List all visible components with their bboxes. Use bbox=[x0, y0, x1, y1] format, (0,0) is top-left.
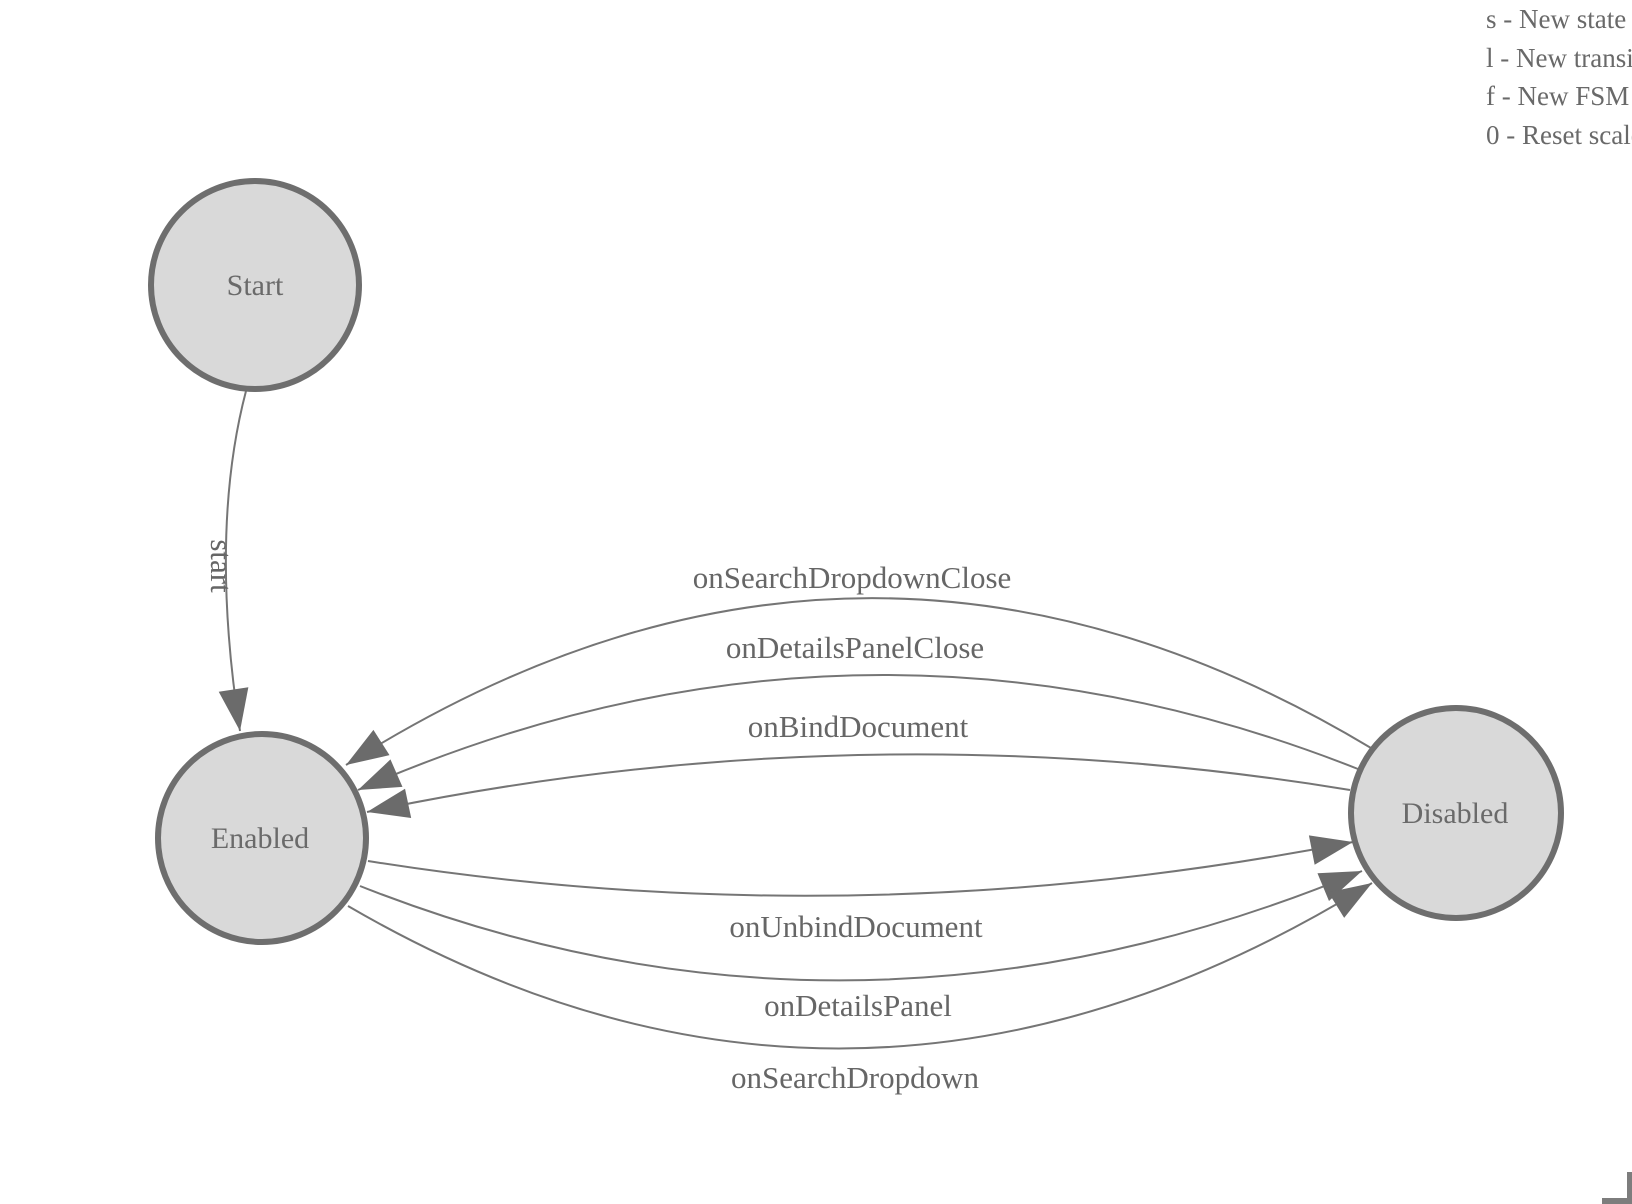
transition-edge-onbinddocument[interactable] bbox=[366, 753, 1351, 819]
canvas-corner-handle bbox=[1602, 1198, 1632, 1204]
canvas-corner-handle bbox=[1627, 1172, 1632, 1204]
legend-line-new-state: s - New state bbox=[1486, 4, 1627, 34]
state-label-start: Start bbox=[227, 269, 284, 302]
edge-label-onbinddocument: onBindDocument bbox=[748, 709, 969, 744]
edge-label-onsearchdropdown: onSearchDropdown bbox=[731, 1060, 979, 1095]
state-node-disabled[interactable]: Disabled bbox=[1348, 705, 1564, 921]
transition-edge-start[interactable] bbox=[218, 390, 249, 732]
transition-edge-ondetailspanel[interactable] bbox=[359, 870, 1363, 982]
edge-label-onsearchdropdownclose: onSearchDropdownClose bbox=[693, 560, 1012, 595]
legend-line-reset-scale: 0 - Reset scale bbox=[1486, 119, 1632, 150]
state-node-start[interactable]: Start bbox=[148, 178, 362, 392]
legend-line-new-fsm: f - New FSM bbox=[1486, 81, 1630, 111]
edge-label-ondetailspanelclose: onDetailsPanelClose bbox=[726, 630, 984, 665]
edge-label-onunbinddocument: onUnbindDocument bbox=[729, 909, 983, 944]
state-circle-disabled[interactable] bbox=[1348, 705, 1564, 921]
state-label-disabled: Disabled bbox=[1402, 797, 1509, 830]
state-circle-enabled[interactable] bbox=[155, 731, 369, 945]
edge-label-start: start bbox=[204, 539, 239, 593]
legend-line-new-transition: l - New transition bbox=[1486, 42, 1632, 73]
state-circle-start[interactable] bbox=[148, 178, 362, 392]
transition-edge-onunbinddocument[interactable] bbox=[367, 835, 1354, 897]
transition-edge-onsearchdropdown[interactable] bbox=[347, 882, 1373, 1050]
shortcuts-legend: s - New state l - New transition f - New… bbox=[1486, 0, 1632, 154]
state-node-enabled[interactable]: Enabled bbox=[155, 731, 369, 945]
edge-label-ondetailspanel: onDetailsPanel bbox=[764, 988, 952, 1023]
transition-edge-ondetailspanelclose[interactable] bbox=[357, 674, 1359, 791]
transition-edge-onsearchdropdownclose[interactable] bbox=[345, 597, 1372, 766]
state-label-enabled: Enabled bbox=[211, 822, 309, 855]
